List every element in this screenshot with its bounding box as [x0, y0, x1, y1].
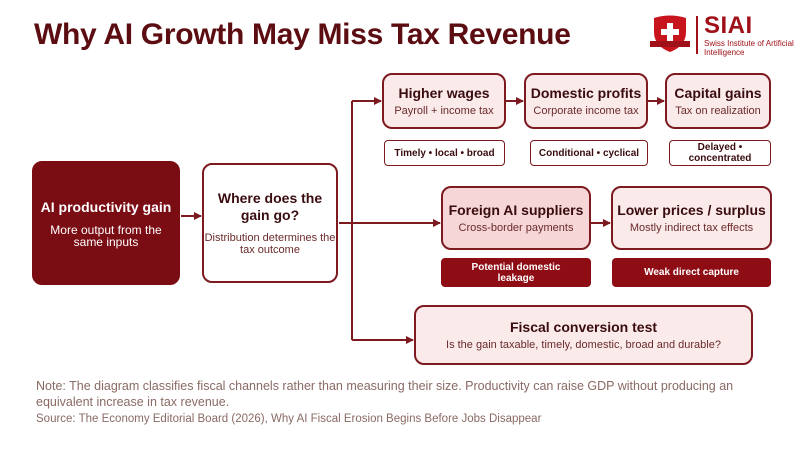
node-heading: Higher wages — [398, 85, 490, 101]
node-heading: Where does the gain go? — [217, 190, 323, 223]
node-heading: Lower prices / surplus — [617, 202, 766, 218]
node-where-does-gain-go: Where does the gain go? Distribution det… — [202, 163, 338, 283]
tag-foreign: Potential domestic leakage — [441, 258, 591, 287]
logo-subtitle: Swiss Institute of Artificial Intelligen… — [704, 39, 794, 57]
node-domestic-profits: Domestic profits Corporate income tax — [524, 73, 648, 129]
node-sub: Cross-border payments — [458, 222, 574, 234]
node-higher-wages: Higher wages Payroll + income tax — [382, 73, 506, 129]
node-lower-prices-surplus: Lower prices / surplus Mostly indirect t… — [611, 186, 772, 250]
node-sub: Corporate income tax — [533, 105, 639, 117]
siai-logo: SIAI Swiss Institute of Artificial Intel… — [648, 12, 794, 57]
node-sub: Payroll + income tax — [394, 105, 494, 117]
swiss-cross-shield-icon — [650, 15, 690, 52]
page-title: Why AI Growth May Miss Tax Revenue — [34, 18, 571, 51]
node-heading: Domestic profits — [530, 85, 642, 101]
tag-capital: Delayed • concentrated — [669, 140, 771, 166]
node-sub: Tax on realization — [675, 105, 761, 117]
node-heading: Fiscal conversion test — [509, 319, 658, 335]
source-citation: Source: The Economy Editorial Board (202… — [36, 413, 542, 425]
node-sub: Distribution determines the tax outcome — [204, 232, 336, 256]
tag-prices: Weak direct capture — [612, 258, 771, 287]
node-heading: Foreign AI suppliers — [448, 202, 584, 218]
node-sub: More output from the same inputs — [50, 222, 162, 249]
node-heading: Capital gains — [674, 85, 762, 101]
node-capital-gains: Capital gains Tax on realization — [665, 73, 771, 129]
footnote: Note: The diagram classifies fiscal chan… — [36, 379, 734, 409]
logo-name: SIAI — [704, 12, 753, 39]
node-fiscal-conversion-test: Fiscal conversion test Is the gain taxab… — [414, 305, 753, 365]
node-ai-productivity-gain: AI productivity gain More output from th… — [32, 161, 180, 285]
node-sub: Mostly indirect tax effects — [629, 222, 754, 234]
tag-profits: Conditional • cyclical — [530, 140, 648, 166]
node-heading: AI productivity gain — [40, 198, 172, 215]
node-foreign-ai-suppliers: Foreign AI suppliers Cross-border paymen… — [441, 186, 591, 250]
node-sub: Is the gain taxable, timely, domestic, b… — [446, 339, 721, 351]
logo-divider — [696, 16, 698, 54]
tag-wages: Timely • local • broad — [384, 140, 505, 166]
